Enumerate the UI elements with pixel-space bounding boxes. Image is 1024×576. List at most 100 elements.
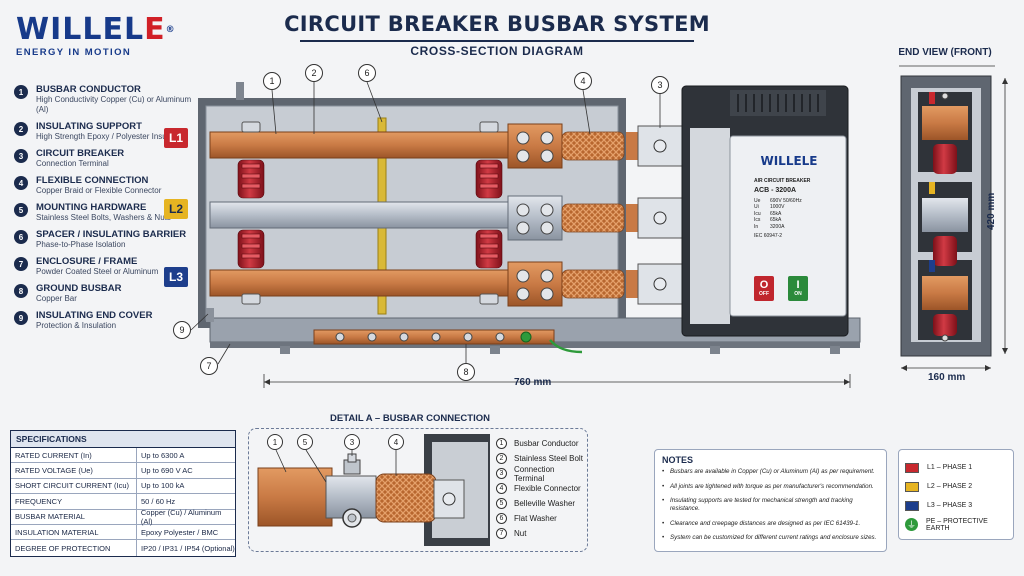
breaker-logo: WILLELE xyxy=(760,154,818,168)
component-legend: 1 BUSBAR CONDUCTOR High Conductivity Cop… xyxy=(14,84,194,337)
off-symbol: O xyxy=(759,279,769,291)
phase-legend-row: L3 – PHASE 3 xyxy=(905,496,1007,515)
legend-number: 5 xyxy=(14,203,28,217)
detail-number: 7 xyxy=(496,528,507,539)
detail-legend-item: 6 Flat Washer xyxy=(496,511,586,526)
spec-row: BUSBAR MATERIAL Copper (Cu) / Aluminum (… xyxy=(11,508,235,526)
rating-key: Ue xyxy=(754,197,761,204)
legend-number: 7 xyxy=(14,257,28,271)
spec-value: Up to 690 V AC xyxy=(141,466,193,476)
detail-label: Connection Terminal xyxy=(514,464,555,483)
rating-value: 3200A xyxy=(770,223,785,230)
detail-legend-item: 2 Stainless Steel Bolt xyxy=(496,451,586,466)
phase-tag-l3: L3 xyxy=(164,267,188,287)
legend-title: ENCLOSURE / FRAME xyxy=(36,256,138,267)
cross-section-drawing xyxy=(190,81,861,388)
detail-label: Flat Washer xyxy=(514,514,557,523)
detail-number: 6 xyxy=(496,513,507,524)
end-view-drawing xyxy=(899,65,1008,371)
notes-panel: NOTES Busbars are available in Copper (C… xyxy=(654,449,887,552)
breaker-terminals xyxy=(626,125,691,305)
on-symbol: I xyxy=(796,279,800,291)
legend-desc: Stainless Steel Bolts, Washers & Nuts xyxy=(36,213,171,222)
phase-legend-row: L1 – PHASE 1 xyxy=(905,458,1007,477)
callout-insulator: 2 xyxy=(305,64,323,82)
rating-key: In xyxy=(754,223,759,230)
breaker-rating: Ui 1000V xyxy=(754,204,847,211)
spec-row: SHORT CIRCUIT CURRENT (Icu) Up to 100 kA xyxy=(11,478,235,495)
ground-busbar xyxy=(313,329,583,354)
detail-label: Belleville Washer xyxy=(514,499,576,508)
callout-flex: 4 xyxy=(574,72,592,90)
spec-row: INSULATION MATERIAL Epoxy Polyester / BM… xyxy=(11,524,235,541)
detail-label: Busbar Conductor xyxy=(514,439,579,448)
terminal-blocks xyxy=(507,123,563,307)
legend-number: 6 xyxy=(14,230,28,244)
spec-key: FREQUENCY xyxy=(11,494,137,509)
legend-number: 3 xyxy=(14,149,28,163)
spec-row: DEGREE OF PROTECTION IP20 / IP31 / IP54 … xyxy=(11,540,235,556)
note-item: Insulating supports are tested for mecha… xyxy=(662,497,879,513)
note-item: Clearance and creepage distances are des… xyxy=(662,520,879,528)
detail-callout-5: 5 xyxy=(297,434,313,450)
legend-desc: Powder Coated Steel or Aluminum xyxy=(36,267,159,276)
legend-title: SPACER / INSULATING BARRIER xyxy=(36,229,187,240)
detail-legend-item: 4 Flexible Connector xyxy=(496,481,586,496)
legend-item: 8 GROUND BUSBAR Copper Bar xyxy=(14,283,194,304)
callout-spacer: 6 xyxy=(358,64,376,82)
rating-key: Ics xyxy=(754,217,761,223)
legend-item: 3 CIRCUIT BREAKER Connection Terminal xyxy=(14,148,194,169)
earth-icon: ⏚ xyxy=(905,518,918,531)
legend-number: 1 xyxy=(14,85,28,99)
pe-legend-row: ⏚ PE – PROTECTIVE EARTH xyxy=(905,515,1007,534)
insulating-supports xyxy=(237,159,503,269)
page-subtitle: CROSS-SECTION DIAGRAM xyxy=(410,44,584,58)
phase-tag-l2: L2 xyxy=(164,199,188,219)
legend-item: 1 BUSBAR CONDUCTOR High Conductivity Cop… xyxy=(14,84,194,115)
legend-title: GROUND BUSBAR xyxy=(36,283,122,294)
legend-desc: High Strength Epoxy / Polyester Insulato… xyxy=(36,132,183,141)
note-item: All joints are tightened with torque as … xyxy=(662,483,879,491)
detail-number: 5 xyxy=(496,498,507,509)
breaker-standard: IEC 60947-2 xyxy=(754,233,783,239)
callout-busbar: 1 xyxy=(263,72,281,90)
phase-legend-row: L2 – PHASE 2 xyxy=(905,477,1007,496)
legend-item: 4 FLEXIBLE CONNECTION Copper Braid or Fl… xyxy=(14,175,194,196)
busbar-l1 xyxy=(209,131,511,159)
detail-legend-item: 3 Connection Terminal xyxy=(496,464,586,483)
detail-box xyxy=(248,428,588,552)
callout-ground: 8 xyxy=(457,363,475,381)
spec-value: Epoxy Polyester / BMC xyxy=(141,527,219,537)
legend-item: 5 MOUNTING HARDWARE Stainless Steel Bolt… xyxy=(14,202,194,223)
legend-title: FLEXIBLE CONNECTION xyxy=(36,175,149,186)
legend-desc: Copper Bar xyxy=(36,294,77,303)
legend-title: MOUNTING HARDWARE xyxy=(36,202,147,213)
legend-number: 9 xyxy=(14,311,28,325)
spec-value: Up to 100 kA xyxy=(141,481,185,491)
legend-title: BUSBAR CONDUCTOR xyxy=(36,84,141,95)
legend-number: 8 xyxy=(14,284,28,298)
logo-reg: ® xyxy=(165,25,176,35)
legend-desc: Copper Braid or Flexible Connector xyxy=(36,186,162,195)
legend-title: INSULATING SUPPORT xyxy=(36,121,142,132)
rating-key: Ui xyxy=(754,204,759,210)
legend-number: 2 xyxy=(14,122,28,136)
spec-key: RATED CURRENT (In) xyxy=(11,448,137,463)
legend-desc: High Conductivity Copper (Cu) or Aluminu… xyxy=(36,95,192,114)
rating-value: 1000V xyxy=(770,204,785,210)
spec-key: SHORT CIRCUIT CURRENT (Icu) xyxy=(11,478,137,494)
logo-wordmark: WILLELE® xyxy=(16,14,206,46)
detail-label: Stainless Steel Bolt xyxy=(514,454,583,463)
detail-label: Nut xyxy=(514,529,527,538)
title-rule xyxy=(300,40,694,42)
brand-logo: WILLELE® ENERGY IN MOTION xyxy=(16,14,206,59)
logo-tagline: ENERGY IN MOTION xyxy=(16,47,132,58)
phase-color-legend: L1 – PHASE 1 L2 – PHASE 2 L3 – PHASE 3 ⏚… xyxy=(898,449,1014,540)
callout-enclosure: 7 xyxy=(200,357,218,375)
logo-e: E xyxy=(144,12,166,47)
spec-row: RATED VOLTAGE (Ue) Up to 690 V AC xyxy=(11,463,235,479)
